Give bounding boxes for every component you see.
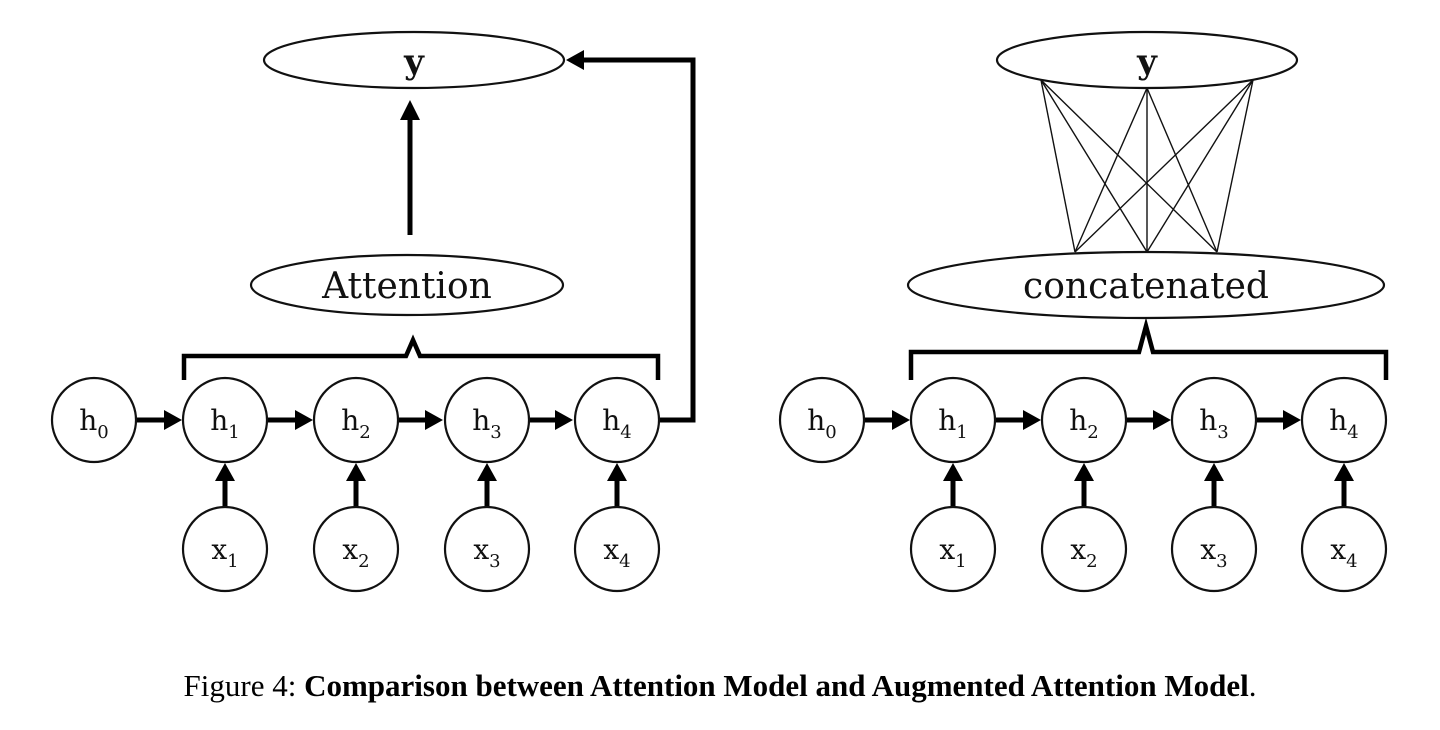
svg-text:x2: x2 bbox=[342, 533, 369, 572]
figure-caption: Figure 4: Comparison between Attention M… bbox=[0, 668, 1440, 704]
right-hidden-node-h2: h2 bbox=[1040, 376, 1128, 464]
right-input-node-x2: x2 bbox=[1040, 505, 1128, 593]
left-hidden-node-h1: h1 bbox=[181, 376, 269, 464]
left-input-node-x4: x4 bbox=[573, 505, 661, 593]
caption-suffix: . bbox=[1248, 668, 1257, 703]
left-input-node-x3: x3 bbox=[443, 505, 531, 593]
left-hidden-node-h3: h3 bbox=[443, 376, 531, 464]
svg-text:h3: h3 bbox=[1199, 404, 1229, 443]
svg-text:x4: x4 bbox=[603, 533, 630, 572]
right-input-node-x4: x4 bbox=[1300, 505, 1388, 593]
right-hidden-node-h3: h3 bbox=[1170, 376, 1258, 464]
left-input-node-x2: x2 bbox=[312, 505, 400, 593]
svg-text:h2: h2 bbox=[341, 404, 371, 443]
right-hidden-node-h1: h1 bbox=[909, 376, 997, 464]
left-skip-connection bbox=[582, 57, 696, 423]
figure-diagram: y Attention bbox=[50, 30, 1389, 593]
right-concatenated-label: concatenated bbox=[1023, 266, 1269, 307]
right-chain-arrows bbox=[865, 410, 1301, 430]
left-chain-arrows bbox=[137, 410, 573, 430]
right-panel: y concatenated bbox=[778, 30, 1389, 593]
svg-text:h0: h0 bbox=[807, 404, 837, 443]
svg-text:x3: x3 bbox=[1200, 533, 1227, 572]
svg-text:h4: h4 bbox=[1329, 404, 1359, 443]
right-dense-connections bbox=[1040, 79, 1254, 253]
svg-text:x4: x4 bbox=[1330, 533, 1357, 572]
svg-text:h4: h4 bbox=[602, 404, 632, 443]
right-hidden-node-h4: h4 bbox=[1300, 376, 1388, 464]
left-attention-to-output-arrowhead bbox=[400, 100, 420, 120]
left-skip-arrowhead bbox=[566, 50, 584, 70]
right-input-node-x3: x3 bbox=[1170, 505, 1258, 593]
svg-text:x1: x1 bbox=[939, 533, 966, 572]
right-brace bbox=[908, 317, 1389, 380]
svg-text:x2: x2 bbox=[1070, 533, 1097, 572]
left-output-node bbox=[262, 30, 566, 90]
svg-text:x3: x3 bbox=[473, 533, 500, 572]
right-output-label: y bbox=[1136, 42, 1158, 82]
left-input-arrows bbox=[215, 463, 627, 506]
left-attention-label: Attention bbox=[321, 266, 492, 307]
caption-title: Comparison between Attention Model and A… bbox=[304, 668, 1249, 703]
left-hidden-node-h2: h2 bbox=[312, 376, 400, 464]
svg-text:h2: h2 bbox=[1069, 404, 1099, 443]
left-input-node-x1: x1 bbox=[181, 505, 269, 593]
svg-text:h1: h1 bbox=[210, 404, 240, 443]
svg-text:h3: h3 bbox=[472, 404, 502, 443]
right-hidden-node-h0: h0 bbox=[778, 376, 866, 464]
left-hidden-node-h0: h0 bbox=[50, 376, 138, 464]
right-output-node bbox=[995, 30, 1299, 90]
left-panel: y Attention bbox=[50, 30, 696, 593]
svg-text:h0: h0 bbox=[79, 404, 109, 443]
caption-prefix: Figure 4: bbox=[183, 668, 305, 703]
left-output-label: y bbox=[403, 42, 425, 82]
left-hidden-node-h4: h4 bbox=[573, 376, 661, 464]
left-brace bbox=[181, 334, 661, 380]
left-attention-node bbox=[249, 253, 565, 317]
right-input-node-x1: x1 bbox=[909, 505, 997, 593]
svg-text:h1: h1 bbox=[938, 404, 968, 443]
svg-text:x1: x1 bbox=[211, 533, 238, 572]
right-input-arrows bbox=[943, 463, 1354, 506]
